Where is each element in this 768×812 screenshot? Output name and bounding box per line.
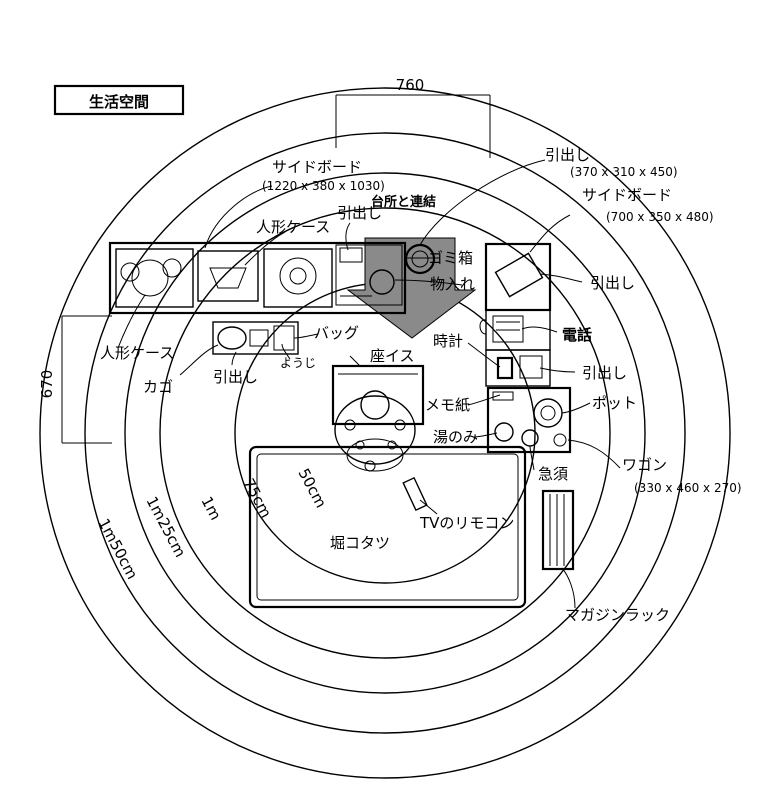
label-wagon-size: (330 x 460 x 270) [634,481,742,495]
label-drawer-right-mid: 引出し [582,364,627,382]
label-drawer-top-right: 引出し [545,146,590,164]
dimension-left: 670 [38,315,112,444]
magazine-rack [541,489,575,571]
ring-label-1m50cm: 1m50cm [94,515,141,582]
label-trash: ゴミ箱 [428,249,473,267]
label-drawer-top: 引出し [337,204,382,222]
dimension-760: 760 [396,76,425,94]
person-seated [334,390,416,472]
dimension-top: 760 [335,76,491,158]
label-magazine-rack: マガジンラック [565,606,670,624]
label-doll-case-left: 人形ケース [100,344,174,362]
wagon [486,386,572,454]
label-pot: ポット [592,394,637,412]
label-sideboard-left: サイドボード [272,158,362,176]
sideboard-left [108,241,407,315]
label-chair: 座イス [370,347,415,365]
label-youji: ようじ [280,356,316,370]
ring-label-1m: 1m [197,493,224,523]
label-storage: 物入れ [430,275,475,293]
leader-lines [117,159,621,609]
label-phone: 電話 [562,326,592,344]
label-sideboard-right: サイドボード [582,186,672,204]
label-drawer-left: 引出し [213,368,258,386]
label-drawer-right-top: 引出し [590,274,635,292]
title-box: 生活空間 [53,84,185,116]
page-title: 生活空間 [89,93,149,111]
label-clock: 時計 [433,332,463,350]
label-sideboard-right-size: (700 x 350 x 480) [606,210,714,224]
label-teacup: 湯のみ [433,428,478,446]
labels: サイドボード (1220 x 380 x 1030) 台所と連結 引出し (37… [100,146,742,624]
label-basket: カゴ [143,378,173,396]
label-teapot: 急須 [538,465,568,483]
label-bag: バッグ [314,324,359,342]
basket-bag-row [212,321,299,355]
chair [331,364,425,426]
label-wagon: ワゴン [622,456,667,474]
label-kitchen-link: 台所と連結 [371,194,436,210]
label-tv-remote: TVのリモコン [419,514,514,532]
kotatsu-table [248,445,527,609]
label-kotatsu: 堀コタツ [330,534,390,552]
dimension-670: 670 [38,370,56,399]
drawer-unit-right [485,349,551,387]
label-memo: メモ紙 [425,396,470,414]
label-doll-case-top: 人形ケース [256,218,330,236]
phone-table [479,309,551,351]
tv-remote [402,476,428,512]
ring-label-50cm: 50cm [294,465,330,510]
label-drawer-top-right-size: (370 x 310 x 450) [570,165,678,179]
label-sideboard-left-size: (1220 x 380 x 1030) [262,179,385,193]
sideboard-right [484,242,552,312]
ring-label-1m25cm: 1m25cm [142,493,189,560]
